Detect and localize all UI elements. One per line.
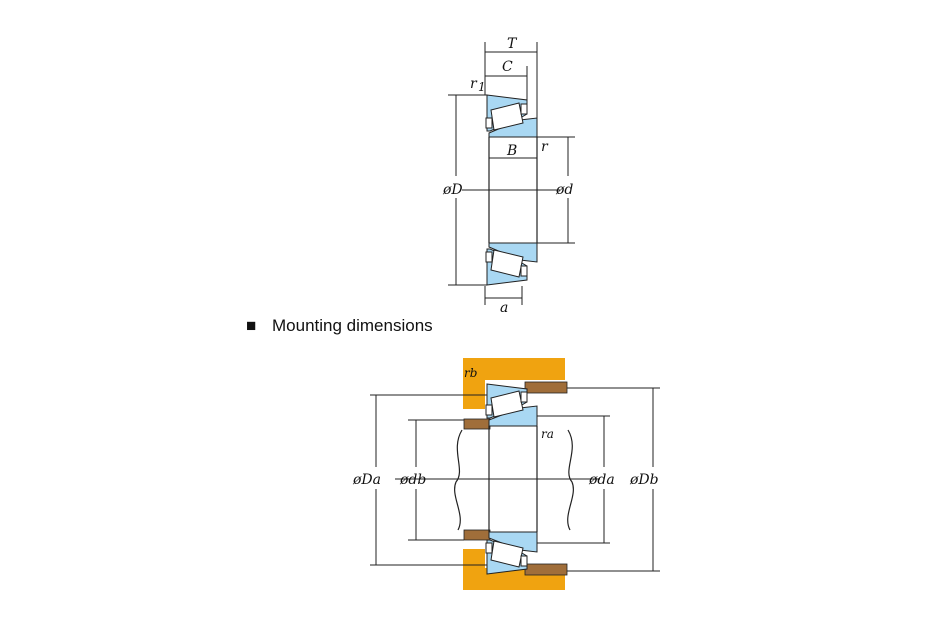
dim-B: B <box>489 143 537 159</box>
bearing-cross-section <box>462 94 560 286</box>
cage-bottom-left <box>485 251 493 263</box>
section-title: Mounting dimensions <box>272 316 433 335</box>
label-r1: r <box>470 76 478 92</box>
mount-cage-bottom-right <box>520 555 528 567</box>
roller-top <box>490 102 524 131</box>
label-a: a <box>500 300 508 316</box>
label-phid: ød <box>555 182 573 198</box>
label-rb: rb <box>464 366 477 380</box>
section-heading: ■ Mounting dimensions <box>246 316 433 335</box>
label-B: B <box>506 143 517 159</box>
mount-cage-bottom-left <box>485 542 493 554</box>
dim-r1: r 1 <box>470 76 486 95</box>
roller-bottom <box>490 249 524 278</box>
label-r1-sub: 1 <box>478 80 486 94</box>
mount-roller-bottom <box>490 540 524 568</box>
label-phidb: ødb <box>399 472 426 488</box>
label-phiD: øD <box>442 182 463 198</box>
housing-bottom-shoulder <box>463 549 485 568</box>
dim-C: C <box>485 59 528 100</box>
spacer-top-right <box>524 381 568 394</box>
dim-D: øD <box>442 94 487 286</box>
label-phida: øda <box>588 472 615 488</box>
mount-cage-top-right <box>520 391 528 403</box>
cage-bottom-right <box>520 265 528 277</box>
dim-d: ød <box>537 136 575 244</box>
mount-cage-top-left <box>485 404 493 416</box>
shaft-break-right <box>567 429 574 531</box>
label-r: r <box>541 139 549 155</box>
dim-T: T <box>484 36 538 118</box>
label-ra: ra <box>541 427 554 441</box>
spacer-top-left <box>463 418 491 430</box>
mount-roller-top <box>490 390 524 418</box>
cage-top-left <box>485 117 493 129</box>
cage-top-right <box>520 103 528 115</box>
housing-top <box>463 358 565 380</box>
label-phiDa: øDa <box>352 472 381 488</box>
label-C: C <box>502 59 513 75</box>
label-T: T <box>507 36 518 52</box>
spacer-bottom-right <box>524 563 568 576</box>
mounting-diagram: øDa ødb øda øDb rb ra <box>352 358 660 590</box>
shaft-break-left <box>454 429 463 531</box>
spacer-bottom-left <box>463 529 491 541</box>
dim-a: a <box>484 286 523 316</box>
label-phiDb: øDb <box>629 472 659 488</box>
section-marker: ■ <box>246 316 256 335</box>
